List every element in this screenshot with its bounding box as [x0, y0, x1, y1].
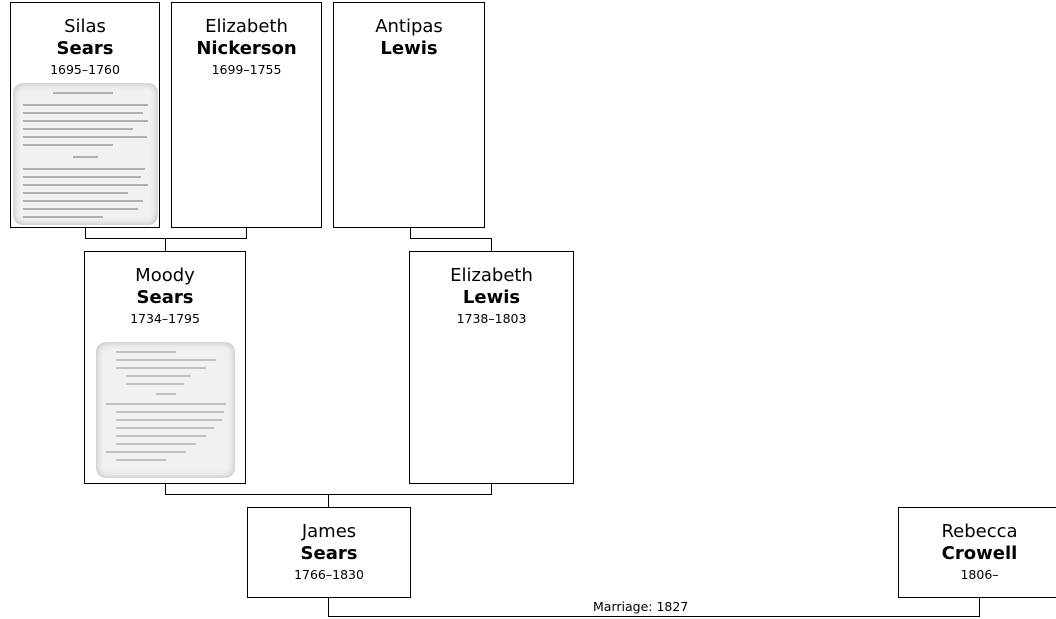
connector	[85, 238, 247, 239]
surname: Sears	[136, 287, 194, 308]
life-dates: 1699–1755	[211, 62, 282, 77]
given-name: James	[301, 521, 357, 542]
connector	[410, 228, 411, 239]
marriage-connector	[979, 598, 980, 617]
given-name: Silas	[64, 16, 106, 37]
connector	[165, 238, 166, 251]
given-name: Elizabeth	[205, 16, 288, 37]
person-antipas-lewis[interactable]: Antipas Lewis	[333, 2, 485, 228]
surname: Lewis	[462, 287, 521, 308]
surname: Lewis	[380, 38, 438, 59]
marriage-label: Marriage: 1827	[593, 599, 689, 614]
connector	[246, 228, 247, 239]
surname: Sears	[300, 543, 358, 564]
scan-lines	[106, 351, 226, 461]
life-dates: 1734–1795	[130, 311, 200, 326]
document-thumbnail-icon[interactable]	[13, 83, 158, 225]
person-silas-sears[interactable]: Silas Sears 1695–1760	[10, 2, 160, 228]
life-dates: 1695–1760	[50, 62, 120, 77]
connector	[410, 238, 492, 239]
connector	[328, 494, 329, 507]
life-dates: 1806–	[960, 567, 999, 582]
person-elizabeth-lewis[interactable]: Elizabeth Lewis 1738–1803	[409, 251, 574, 484]
given-name: Antipas	[375, 16, 443, 37]
connector	[491, 484, 492, 495]
person-elizabeth-nickerson[interactable]: Elizabeth Nickerson 1699–1755	[171, 2, 322, 228]
connector	[491, 238, 492, 251]
life-dates: 1738–1803	[456, 311, 527, 326]
person-james-sears[interactable]: James Sears 1766–1830	[247, 507, 411, 598]
marriage-connector	[328, 598, 329, 617]
document-thumbnail-icon[interactable]	[96, 342, 235, 478]
marriage-connector	[328, 616, 980, 617]
person-rebecca-crowell[interactable]: Rebecca Crowell 1806–	[898, 507, 1056, 598]
given-name: Rebecca	[941, 521, 1018, 542]
surname: Crowell	[941, 543, 1018, 564]
surname: Sears	[56, 38, 114, 59]
person-moody-sears[interactable]: Moody Sears 1734–1795	[84, 251, 246, 484]
given-name: Elizabeth	[450, 265, 533, 286]
connector	[165, 484, 166, 495]
scan-lines	[23, 92, 148, 218]
surname: Nickerson	[196, 38, 297, 59]
given-name: Moody	[135, 265, 195, 286]
life-dates: 1766–1830	[294, 567, 364, 582]
connector	[85, 228, 86, 239]
